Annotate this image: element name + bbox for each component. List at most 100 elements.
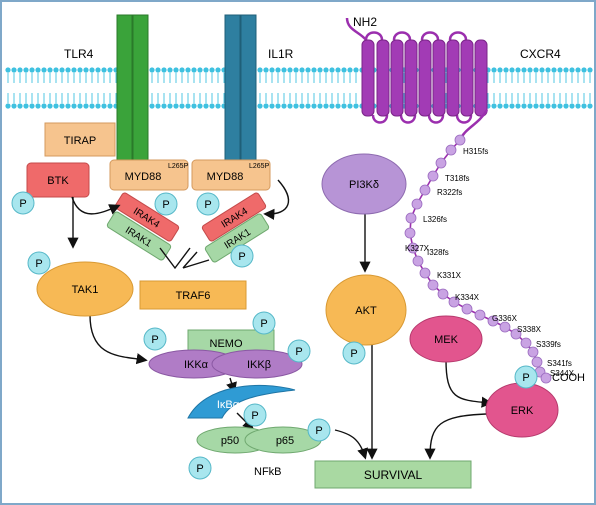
lipid-head bbox=[509, 67, 515, 73]
phospho-label: P bbox=[251, 410, 258, 422]
phospho-label: P bbox=[350, 348, 357, 360]
lipid-head bbox=[497, 103, 503, 109]
mutation-label: S338X bbox=[517, 325, 542, 334]
myd88-left-node: MYD88 L265P bbox=[109, 159, 189, 191]
lipid-head bbox=[23, 67, 29, 73]
lipid-head bbox=[167, 67, 173, 73]
myd88-right-node: MYD88 L265P bbox=[191, 159, 271, 191]
lipid-head bbox=[305, 103, 311, 109]
phospho-badge: P bbox=[143, 327, 167, 351]
lipid-head bbox=[179, 67, 185, 73]
lipid-head bbox=[329, 67, 335, 73]
lipid-head bbox=[299, 103, 305, 109]
lipid-head bbox=[317, 103, 323, 109]
tail-residue bbox=[531, 356, 543, 368]
mek-erk-arrow bbox=[445, 359, 493, 408]
lipid-head bbox=[47, 67, 53, 73]
phospho-badge: P bbox=[287, 339, 311, 363]
survival-node: SURVIVAL bbox=[314, 460, 472, 489]
tail-residue bbox=[412, 255, 424, 267]
lipid-head bbox=[347, 103, 353, 109]
lipid-head bbox=[83, 67, 89, 73]
lipid-head bbox=[269, 67, 275, 73]
nfkb-label: NFkB bbox=[254, 466, 282, 478]
tail-residue bbox=[445, 144, 457, 156]
lipid-head bbox=[575, 67, 581, 73]
lipid-head bbox=[587, 67, 593, 73]
myd88-right-label: MYD88 bbox=[207, 171, 244, 183]
lipid-head bbox=[59, 103, 65, 109]
l265p-right-label: L265P bbox=[249, 163, 270, 170]
lipid-head bbox=[503, 103, 509, 109]
phospho-badge: P bbox=[230, 244, 254, 268]
lipid-head bbox=[287, 67, 293, 73]
lipid-head bbox=[47, 103, 53, 109]
ikba-label: IκBα bbox=[217, 399, 240, 411]
ikkb-label: IKKβ bbox=[247, 359, 271, 371]
mutation-label: R322fs bbox=[437, 188, 462, 197]
tlr4-label: TLR4 bbox=[64, 47, 94, 61]
lipid-head bbox=[545, 67, 551, 73]
lipid-head bbox=[35, 67, 41, 73]
mutation-label: S341fs bbox=[547, 359, 572, 368]
cxcr4-label: CXCR4 bbox=[520, 47, 561, 61]
tail-residue bbox=[461, 303, 473, 315]
phospho-badge: P bbox=[514, 365, 538, 389]
lipid-head bbox=[41, 67, 47, 73]
lipid-head bbox=[209, 67, 215, 73]
lipid-head bbox=[281, 103, 287, 109]
lipid-head bbox=[551, 67, 557, 73]
lipid-head bbox=[191, 67, 197, 73]
lipid-head bbox=[203, 67, 209, 73]
phospho-badge: P bbox=[154, 192, 178, 216]
irak-traf6-connector-right bbox=[182, 251, 210, 269]
lipid-head bbox=[5, 67, 11, 73]
lipid-head bbox=[341, 103, 347, 109]
phospho-label: P bbox=[162, 199, 169, 211]
lipid-head bbox=[155, 67, 161, 73]
mutation-label: S344X bbox=[550, 369, 575, 378]
lipid-head bbox=[191, 103, 197, 109]
lipid-head bbox=[515, 103, 521, 109]
lipid-head bbox=[89, 103, 95, 109]
erk-label: ERK bbox=[511, 405, 534, 417]
mutation-label: H315fs bbox=[463, 147, 488, 156]
lipid-head bbox=[581, 67, 587, 73]
btk-irak-arrow bbox=[71, 196, 121, 215]
lipid-head bbox=[71, 67, 77, 73]
lipid-head bbox=[53, 103, 59, 109]
phospho-badge: P bbox=[196, 192, 220, 216]
lipid-head bbox=[203, 103, 209, 109]
lipid-head bbox=[101, 67, 107, 73]
lipid-head bbox=[65, 103, 71, 109]
lipid-head bbox=[41, 103, 47, 109]
pi3k-label: PI3Kδ bbox=[349, 179, 379, 191]
lipid-head bbox=[353, 67, 359, 73]
tail-residue bbox=[419, 267, 431, 279]
irak-traf6-connector-left bbox=[159, 247, 191, 270]
lipid-head bbox=[263, 67, 269, 73]
phospho-label: P bbox=[260, 318, 267, 330]
nemo-node: NEMO bbox=[187, 329, 275, 357]
erk-survival-arrow bbox=[424, 413, 487, 460]
nh2-label: NH2 bbox=[353, 15, 377, 29]
phospho-label: P bbox=[35, 258, 42, 270]
lipid-head bbox=[173, 67, 179, 73]
lipid-head bbox=[311, 67, 317, 73]
lipid-head bbox=[293, 67, 299, 73]
lipid-head bbox=[329, 103, 335, 109]
tail-residue bbox=[454, 134, 466, 146]
tail-residue bbox=[419, 184, 431, 196]
lipid-head bbox=[497, 67, 503, 73]
tail-residue bbox=[527, 346, 539, 358]
lipid-head bbox=[17, 67, 23, 73]
lipid-head bbox=[305, 67, 311, 73]
phospho-label: P bbox=[295, 346, 302, 358]
phospho-label: P bbox=[238, 251, 245, 263]
tail-residue bbox=[435, 157, 447, 169]
lipid-head bbox=[35, 103, 41, 109]
tail-residue bbox=[448, 296, 460, 308]
lipid-head bbox=[527, 67, 533, 73]
